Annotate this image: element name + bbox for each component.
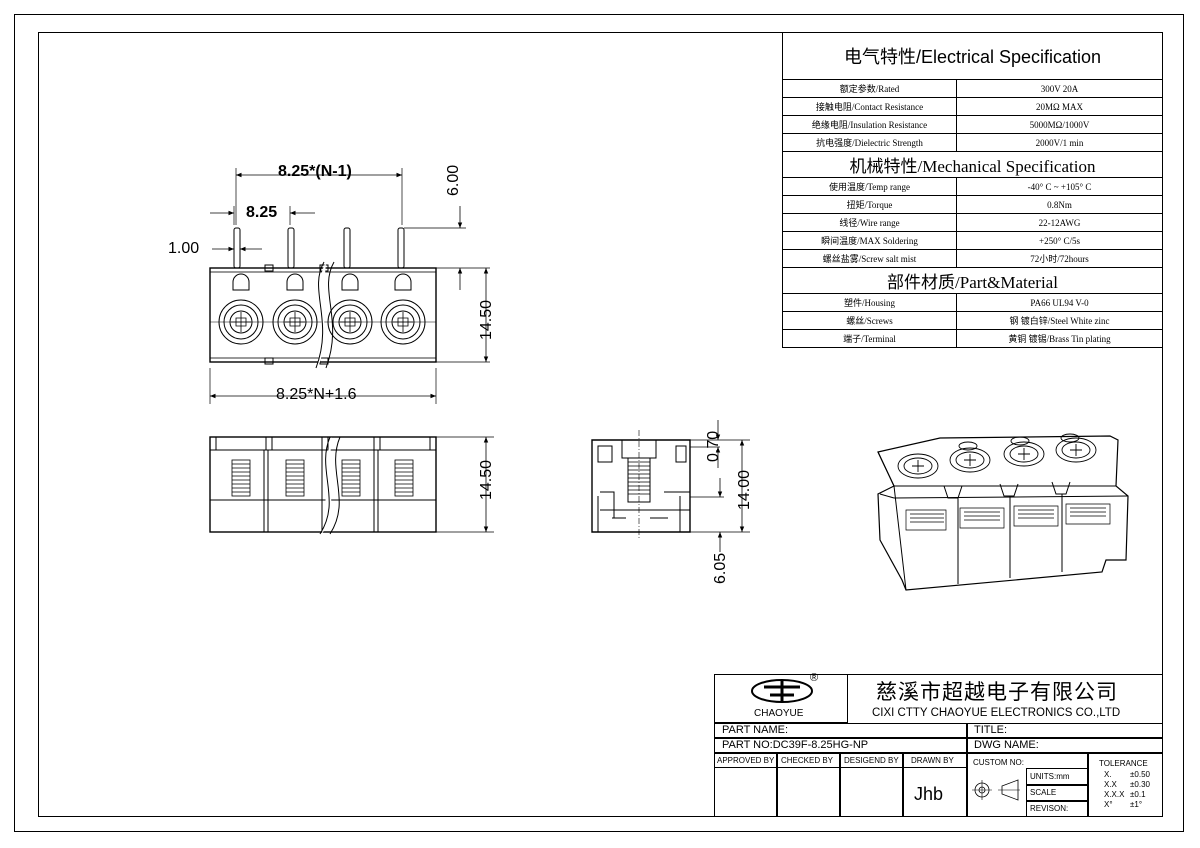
tolerance-key: X.X.X [1104,790,1125,799]
spec-label: 端子/Terminal [782,329,957,348]
spec-label: 抗电强度/Dielectric Strength [782,133,957,152]
dwg-name-label: DWG NAME: [974,739,1039,751]
custom-no-label: CUSTOM NO: [973,758,1024,767]
chaoyue-logo-mark [751,679,813,703]
mechanical-title: 机械特性/Mechanical Specification [782,151,1163,178]
spec-value: +250° C/5s [956,231,1163,250]
spec-value: 黄铜 镀锡/Brass Tin plating [956,329,1163,348]
scale-label: SCALE [1030,788,1057,797]
spec-value: 钢 镀白锌/Steel White zinc [956,311,1163,330]
spec-value: 2000V/1 min [956,133,1163,152]
dim-pin-width: 1.00 [168,240,200,257]
side-view [591,420,750,552]
spec-value: PA66 UL94 V-0 [956,293,1163,312]
tolerance-key: X. [1104,770,1112,779]
dim-pin-length: 6.00 [445,164,462,196]
tolerance-key: X.X [1104,780,1117,789]
company-name-cn: 慈溪市超越电子有限公司 [876,680,1118,704]
logo-text: CHAOYUE [754,708,804,719]
spec-label: 线径/Wire range [782,213,957,232]
tolerance-key: X° [1104,800,1113,809]
electrical-title: 电气特性/Electrical Specification [782,32,1163,80]
dim-pitch-span: 8.25*(N-1) [278,163,352,180]
tolerance-value: ±0.1 [1130,790,1146,799]
title-label: TITLE: [974,724,1008,736]
tolerance-value: ±1° [1130,800,1143,809]
part-name-label: PART NAME: [722,724,789,736]
drawing-border-inner [38,32,1163,817]
units-label: UNITS:mm [1030,772,1070,781]
logo-cell [714,674,848,723]
dim-total-length: 8.25*N+1.6 [276,386,357,403]
drawn-by-label: DRAWN BY [911,756,954,765]
specification-table: 电气特性/Electrical Specification 额定参数/Rated… [782,32,1163,348]
spec-label: 螺丝盐雾/Screw salt mist [782,249,957,268]
projection-symbol-icon [972,779,1020,801]
drawn-by-value: Jhb [914,784,944,804]
dim-side-bottom: 6.05 [712,552,729,584]
drawing-border-outer [14,14,1184,832]
spec-label: 接触电阻/Contact Resistance [782,97,957,116]
spec-value: 20MΩ MAX [956,97,1163,116]
spec-value: 5000MΩ/1000V [956,115,1163,134]
material-title: 部件材质/Part&Material [782,267,1163,294]
dim-side-height: 14.00 [736,469,753,510]
spec-label: 瞬间温度/MAX Soldering [782,231,957,250]
part-no-label: PART NO:DC39F-8.25HG-NP [722,739,869,751]
spec-value: 300V 20A [956,79,1163,98]
spec-label: 扭矩/Torque [782,195,957,214]
dim-pitch: 8.25 [246,204,278,221]
spec-label: 绝缘电阻/Insulation Resistance [782,115,957,134]
spec-label: 使用温度/Temp range [782,177,957,196]
tolerance-title: TOLERANCE [1099,759,1148,768]
spec-label: 塑件/Housing [782,293,957,312]
spec-label: 螺丝/Screws [782,311,957,330]
designed-by-label: DESIGEND BY [844,756,899,765]
spec-value: 22-12AWG [956,213,1163,232]
spec-value: 72小时/72hours [956,249,1163,268]
dim-body-height: 14.50 [478,299,495,340]
dim-front-height: 14.50 [478,459,495,500]
revision-label: REVISON: [1030,804,1069,813]
checked-by-label: CHECKED BY [781,756,834,765]
isometric-view [877,433,1129,591]
spec-label: 额定参数/Rated [782,79,957,98]
front-view [209,436,494,535]
top-view [209,168,490,404]
tolerance-value: ±0.30 [1130,780,1150,789]
dim-side-top: 0.70 [705,430,722,462]
title-block: CHAOYUE ® 慈溪市超越电子有限公司 CIXI CTTY CHAOYUE … [714,672,1163,817]
spec-value: -40° C ~ +105° C [956,177,1163,196]
registered-mark: ® [810,672,819,684]
tolerance-value: ±0.50 [1130,770,1150,779]
company-name-en: CIXI CTTY CHAOYUE ELECTRONICS CO.,LTD [872,707,1121,719]
approved-by-label: APPROVED BY [717,756,775,765]
spec-value: 0.8Nm [956,195,1163,214]
